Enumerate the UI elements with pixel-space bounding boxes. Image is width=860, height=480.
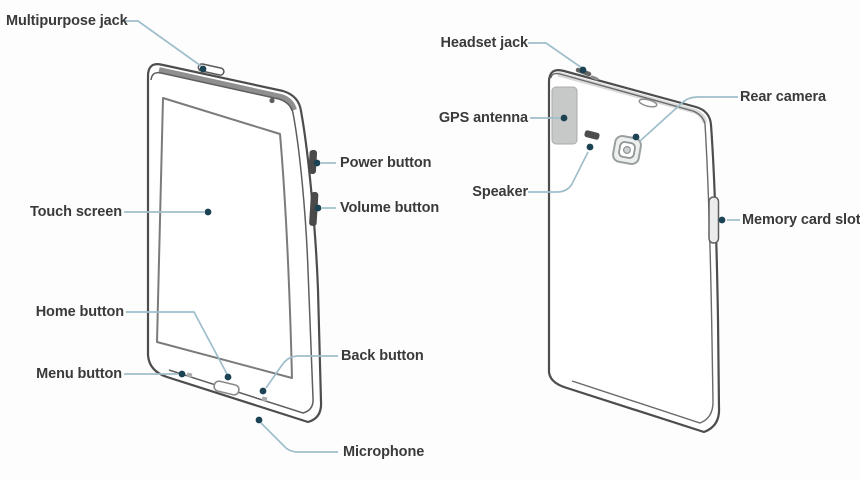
touch-screen-label: Touch screen [29, 204, 122, 220]
gps-antenna-dot [560, 114, 568, 122]
back-side-edge-line [571, 123, 714, 424]
volume-button-dot [314, 204, 322, 212]
rear-camera-leader [639, 96, 738, 142]
memory-card-slot-shape [708, 196, 720, 244]
back-top-edge-line [550, 72, 706, 125]
rear-camera-dot [632, 133, 640, 141]
headset-jack-label: Headset jack [440, 35, 529, 51]
menu-button-dot [178, 370, 186, 378]
memory-card-slot-dot [718, 216, 726, 224]
touch-screen-dot [204, 208, 212, 216]
front-view [146, 63, 323, 424]
back-view [547, 67, 721, 434]
power-button-dot [313, 159, 321, 167]
home-button-shape [213, 380, 240, 396]
gps-antenna-label: GPS antenna [438, 110, 528, 126]
back-button-leader [265, 355, 338, 389]
speaker-leader [528, 151, 589, 193]
front-face-edge [150, 71, 314, 414]
top-edge-slot [638, 98, 658, 108]
touch-screen-panel [156, 97, 293, 379]
headset-jack-slot-small [590, 75, 599, 81]
callout-leaders [121, 20, 740, 453]
back-button-label: Back button [341, 348, 424, 364]
multipurpose-jack-label: Multipurpose jack [6, 13, 128, 29]
multipurpose-jack-leader [121, 20, 202, 67]
microphone-leader [260, 422, 338, 453]
callout-dots [178, 65, 726, 424]
memory-card-slot-label: Memory card slot [742, 212, 860, 228]
rear-camera-shape [612, 135, 642, 165]
rear-camera-label: Rear camera [740, 89, 826, 105]
menu-button-label: Menu button [36, 366, 122, 382]
back-key-icon [261, 396, 268, 402]
headset-jack-dot [579, 66, 587, 74]
menu-key-icon [186, 372, 193, 378]
microphone-label: Microphone [343, 444, 425, 460]
home-button-leader [126, 311, 228, 375]
power-button-shape [308, 149, 318, 175]
volume-button-shape [309, 191, 319, 227]
speaker-grill [584, 130, 600, 140]
microphone-dot [255, 416, 263, 424]
speaker-label: Speaker [472, 184, 528, 200]
power-button-label: Power button [340, 155, 432, 171]
headset-jack-leader [528, 42, 583, 69]
home-button-label: Home button [35, 304, 124, 320]
front-camera-icon [269, 97, 275, 104]
speaker-dot [586, 143, 594, 151]
multipurpose-jack-dot [199, 65, 207, 73]
front-top-edge-band [158, 67, 297, 111]
volume-button-label: Volume button [340, 200, 440, 216]
back-button-dot [259, 387, 267, 395]
home-button-dot [224, 373, 232, 381]
